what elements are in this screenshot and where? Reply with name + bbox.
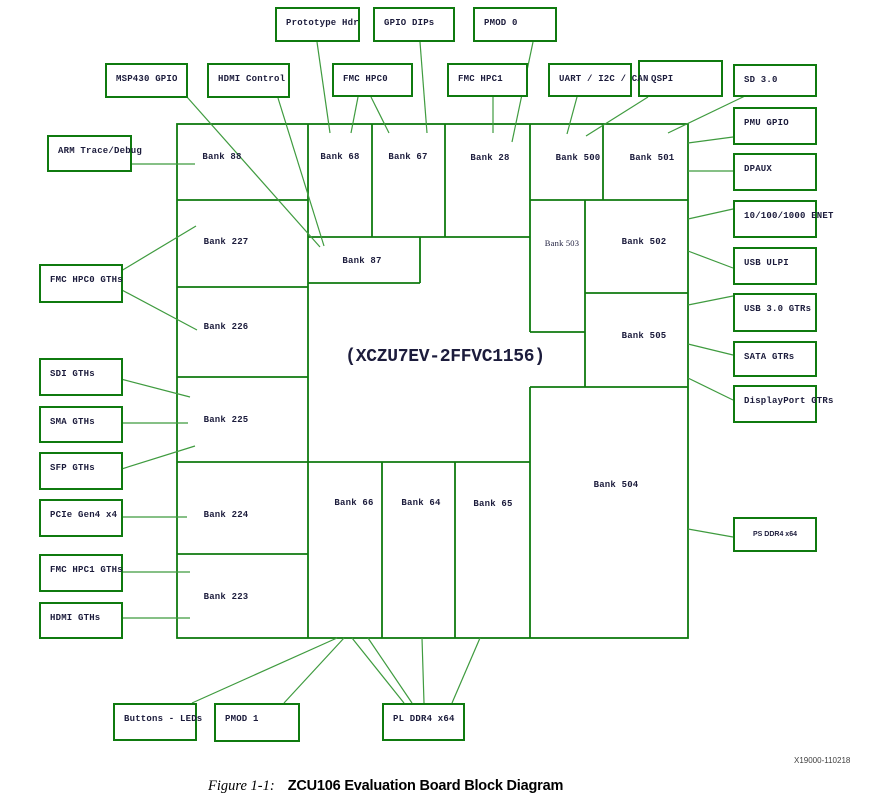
callout-label: DisplayPort GTRs xyxy=(744,396,834,406)
callout-label: PMU GPIO xyxy=(744,118,789,128)
callout-label: PS DDR4 x64 xyxy=(753,531,797,538)
bank-500-label: Bank 500 xyxy=(555,153,601,163)
callout-pmod0: PMOD 0 xyxy=(473,7,557,42)
callout-msp430-gpio: MSP430 GPIO xyxy=(105,63,188,98)
callout-label: 10/100/1000 ENET xyxy=(744,211,834,221)
bank-505-label: Bank 505 xyxy=(621,331,667,341)
callout-pcie-gen4: PCIe Gen4 x4 xyxy=(39,499,123,537)
callout-dpaux: DPAUX xyxy=(733,153,817,191)
bank-227-label: Bank 227 xyxy=(203,237,249,247)
callout-label: Buttons - LEDs xyxy=(124,714,203,724)
callout-fmc-hpc1: FMC HPC1 xyxy=(447,63,528,97)
bank-223-label: Bank 223 xyxy=(203,592,249,602)
callout-label: UART / I2C / CAN xyxy=(559,74,649,84)
callout-label: ARM Trace/Debug xyxy=(58,146,143,156)
callout-label: PL DDR4 x64 xyxy=(393,714,455,724)
callout-hdmi-control: HDMI Control xyxy=(207,63,290,98)
callout-label: SFP GTHs xyxy=(50,463,95,473)
callout-label: Prototype Hdr xyxy=(286,18,359,28)
callout-usb3-gtrs: USB 3.0 GTRs xyxy=(733,293,817,332)
callout-label: PMOD 0 xyxy=(484,18,518,28)
callout-label: PMOD 1 xyxy=(225,714,259,724)
callout-label: SDI GTHs xyxy=(50,369,95,379)
bank-502-label: Bank 502 xyxy=(621,237,667,247)
callout-label: FMC HPC0 GTHs xyxy=(50,275,123,285)
bank-65-label: Bank 65 xyxy=(473,499,513,509)
bank-66-label: Bank 66 xyxy=(334,498,374,508)
callout-qspi: QSPI xyxy=(638,60,723,97)
callout-label: USB 3.0 GTRs xyxy=(744,304,812,314)
figure-caption-title: ZCU106 Evaluation Board Block Diagram xyxy=(287,778,564,794)
callout-sma-gths: SMA GTHs xyxy=(39,406,123,443)
callout-displayport-gtrs: DisplayPort GTRs xyxy=(733,385,834,423)
callout-fmc-hpc0: FMC HPC0 xyxy=(332,63,413,97)
bank-28-label: Bank 28 xyxy=(470,153,510,163)
callout-ps-ddr4: PS DDR4 x64 xyxy=(733,517,817,552)
callout-usb-ulpi: USB ULPI xyxy=(733,247,817,285)
callout-uart-i2c-can: UART / I2C / CAN xyxy=(548,63,649,97)
callout-label: MSP430 GPIO xyxy=(116,74,178,84)
callout-label: HDMI Control xyxy=(218,74,286,84)
figure-caption-label: Figure 1-1: xyxy=(208,778,275,794)
callout-label: PCIe Gen4 x4 xyxy=(50,510,118,520)
callout-sdi-gths: SDI GTHs xyxy=(39,358,123,396)
bank-64-label: Bank 64 xyxy=(401,498,441,508)
callout-label: SMA GTHs xyxy=(50,417,95,427)
callout-prototype-hdr: Prototype Hdr xyxy=(275,7,360,42)
callout-sd30: SD 3.0 xyxy=(733,64,817,97)
callout-fmc-hpc1-gths: FMC HPC1 GTHs xyxy=(39,554,123,592)
chip-part-label: (XCZU7EV-2FFVC1156) xyxy=(345,347,545,367)
bank-87-label: Bank 87 xyxy=(342,256,382,266)
callout-pmu-gpio: PMU GPIO xyxy=(733,107,817,145)
callout-label: SD 3.0 xyxy=(744,75,778,85)
bank-504-label: Bank 504 xyxy=(593,480,639,490)
callout-label: USB ULPI xyxy=(744,258,789,268)
callout-enet: 10/100/1000 ENET xyxy=(733,200,834,238)
figure-caption: Figure 1-1: ZCU106 Evaluation Board Bloc… xyxy=(208,778,563,795)
callout-hdmi-gths: HDMI GTHs xyxy=(39,602,123,639)
callout-label: GPIO DIPs xyxy=(384,18,435,28)
callout-sfp-gths: SFP GTHs xyxy=(39,452,123,490)
callout-buttons-leds: Buttons - LEDs xyxy=(113,703,203,741)
bank-226-label: Bank 226 xyxy=(203,322,249,332)
callout-label: HDMI GTHs xyxy=(50,613,101,623)
figure-reference-number: X19000-110218 xyxy=(794,756,851,765)
callout-pl-ddr4: PL DDR4 x64 xyxy=(382,703,465,741)
connector-lines xyxy=(111,41,746,704)
bank-503-label: Bank 503 xyxy=(544,238,580,248)
callout-sata-gtrs: SATA GTRs xyxy=(733,341,817,377)
bank-68-label: Bank 68 xyxy=(320,152,360,162)
bank-88-label: Bank 88 xyxy=(202,152,242,162)
bank-224-label: Bank 224 xyxy=(203,510,249,520)
callout-label: DPAUX xyxy=(744,164,773,174)
callout-arm-trace-debug: ARM Trace/Debug xyxy=(47,135,143,172)
callout-label: FMC HPC1 xyxy=(458,74,503,84)
bank-225-label: Bank 225 xyxy=(203,415,249,425)
bank-67-label: Bank 67 xyxy=(388,152,428,162)
callout-label: FMC HPC0 xyxy=(343,74,388,84)
callout-label: SATA GTRs xyxy=(744,352,795,362)
callout-label: QSPI xyxy=(651,74,674,84)
bank-501-label: Bank 501 xyxy=(629,153,675,163)
callout-pmod1: PMOD 1 xyxy=(214,703,300,742)
callout-gpio-dips: GPIO DIPs xyxy=(373,7,455,42)
callout-fmc-hpc0-gths: FMC HPC0 GTHs xyxy=(39,264,123,303)
callout-label: FMC HPC1 GTHs xyxy=(50,565,123,575)
bank-structure-lines xyxy=(176,123,689,639)
